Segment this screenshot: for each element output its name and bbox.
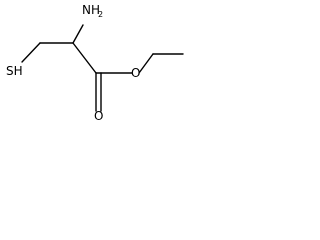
bond-ester-oxygen-ch2: [138, 53, 154, 74]
molecule-structure: NH 2 SH O O: [6, 3, 184, 121]
bond-alpha-carbon-carbonyl-carbon: [72, 42, 97, 74]
bond-alpha-carbon-amine: [72, 24, 84, 44]
molecule-canvas: NH 2 SH O O: [0, 0, 200, 121]
amine-subscript: 2: [98, 10, 103, 19]
ester-oxygen-label: O: [131, 66, 140, 80]
bond-sh-ch2: [21, 42, 41, 63]
thiol-label: SH: [6, 64, 23, 78]
carbonyl-oxygen-label: O: [94, 109, 103, 121]
amine-label: NH: [82, 3, 100, 17]
